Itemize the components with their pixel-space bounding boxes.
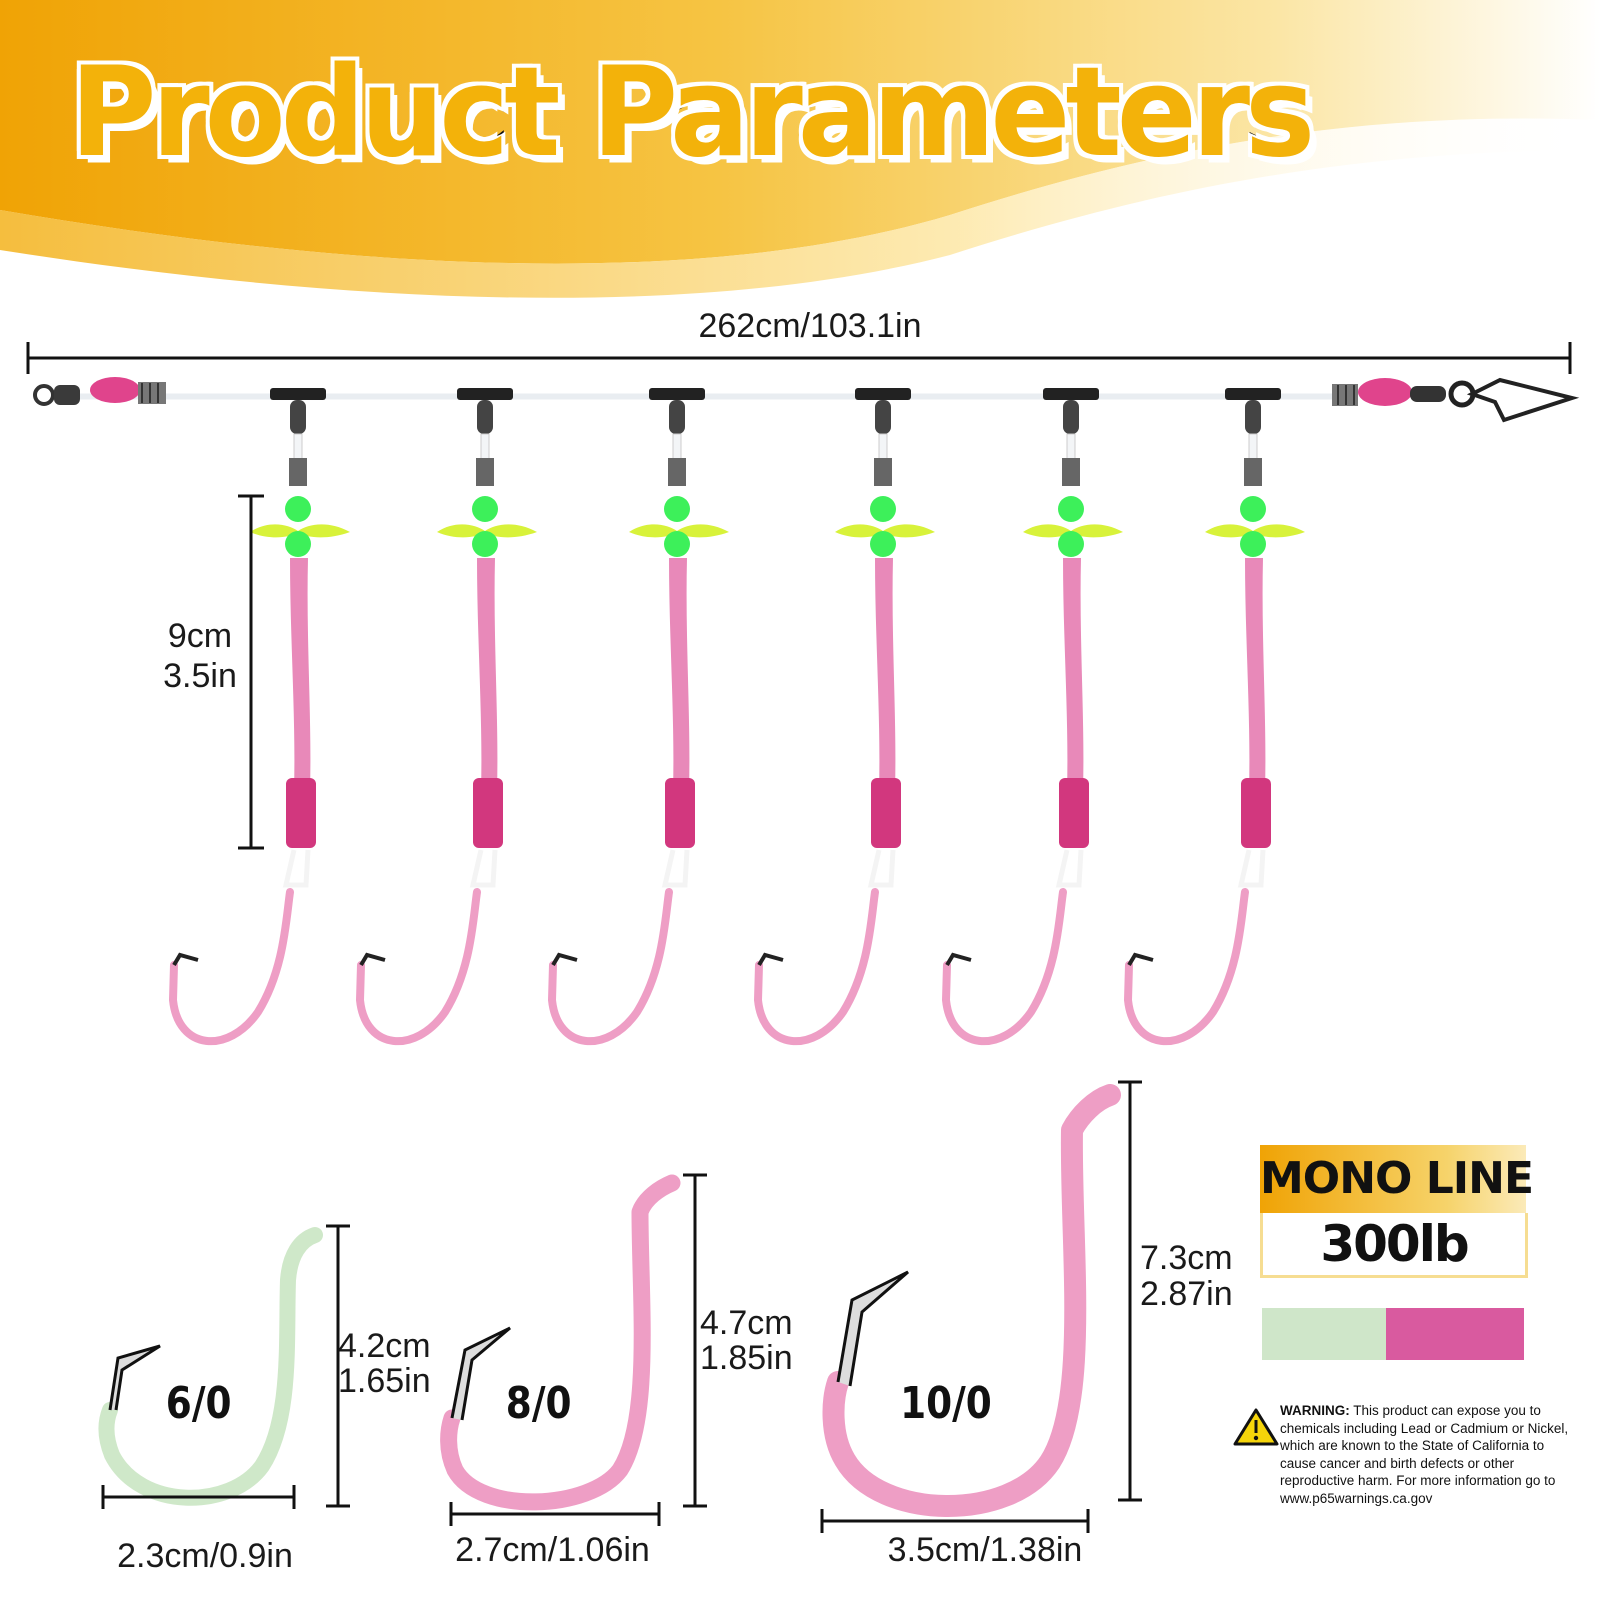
hook-10-0-width: 3.5cm/1.38in: [887, 1531, 1083, 1569]
mono-color-swatch-pink: [1386, 1308, 1524, 1360]
hook-10-0-illustration: [820, 1080, 1142, 1533]
total-length-label: 262cm/103.1in: [698, 307, 922, 345]
dropper-length-in: 3.5in: [163, 657, 237, 695]
hook-8-0-height-in: 1.85in: [700, 1339, 793, 1377]
hook-8-0-width: 2.7cm/1.06in: [455, 1531, 650, 1569]
left-swivel: [33, 377, 166, 406]
mono-color-swatch-glow: [1262, 1308, 1386, 1360]
dropper-rig: [753, 388, 935, 1046]
hook-size-6-0: 6/0: [165, 1378, 232, 1429]
header-banner: [0, 0, 1600, 264]
dropper-rigs: [168, 388, 1305, 1046]
mono-line-box: MONO LINE 300lb: [1260, 1145, 1534, 1281]
mono-line-title: MONO LINE: [1260, 1145, 1534, 1213]
hook-6-0-illustration: [98, 1224, 350, 1509]
hook-6-0-height-in: 1.65in: [338, 1362, 431, 1400]
dropper-rig: [1123, 388, 1305, 1046]
hook-size-10-0: 10/0: [900, 1378, 992, 1429]
header-wave: [0, 118, 1600, 298]
dropper-rig: [168, 388, 350, 1046]
right-snap-swivel: [1332, 377, 1580, 423]
dropper-rig: [941, 388, 1123, 1046]
hook-8-0-height-cm: 4.7cm: [700, 1304, 793, 1342]
hook-6-0-height-cm: 4.2cm: [338, 1327, 431, 1365]
dropper-length-cm: 9cm: [167, 617, 233, 655]
hook-10-0-height-in: 2.87in: [1140, 1275, 1233, 1313]
warning-label: WARNING:: [1280, 1403, 1350, 1418]
warning-icon: [1233, 1408, 1279, 1446]
mono-line-strength: 300lb: [1260, 1213, 1528, 1278]
hook-8-0-illustration: [440, 1173, 707, 1526]
dropper-length-dimension: [238, 494, 264, 850]
hook-6-0-width: 2.3cm/0.9in: [117, 1537, 293, 1575]
warning-body: This product can expose you to chemicals…: [1280, 1403, 1569, 1506]
total-length-dimension: [26, 342, 1572, 374]
hook-size-8-0: 8/0: [505, 1378, 572, 1429]
hook-10-0-height-cm: 7.3cm: [1140, 1239, 1233, 1277]
page-title: Product Parameters: [68, 37, 1318, 187]
dropper-rig: [547, 388, 729, 1046]
dropper-rig: [355, 388, 537, 1046]
